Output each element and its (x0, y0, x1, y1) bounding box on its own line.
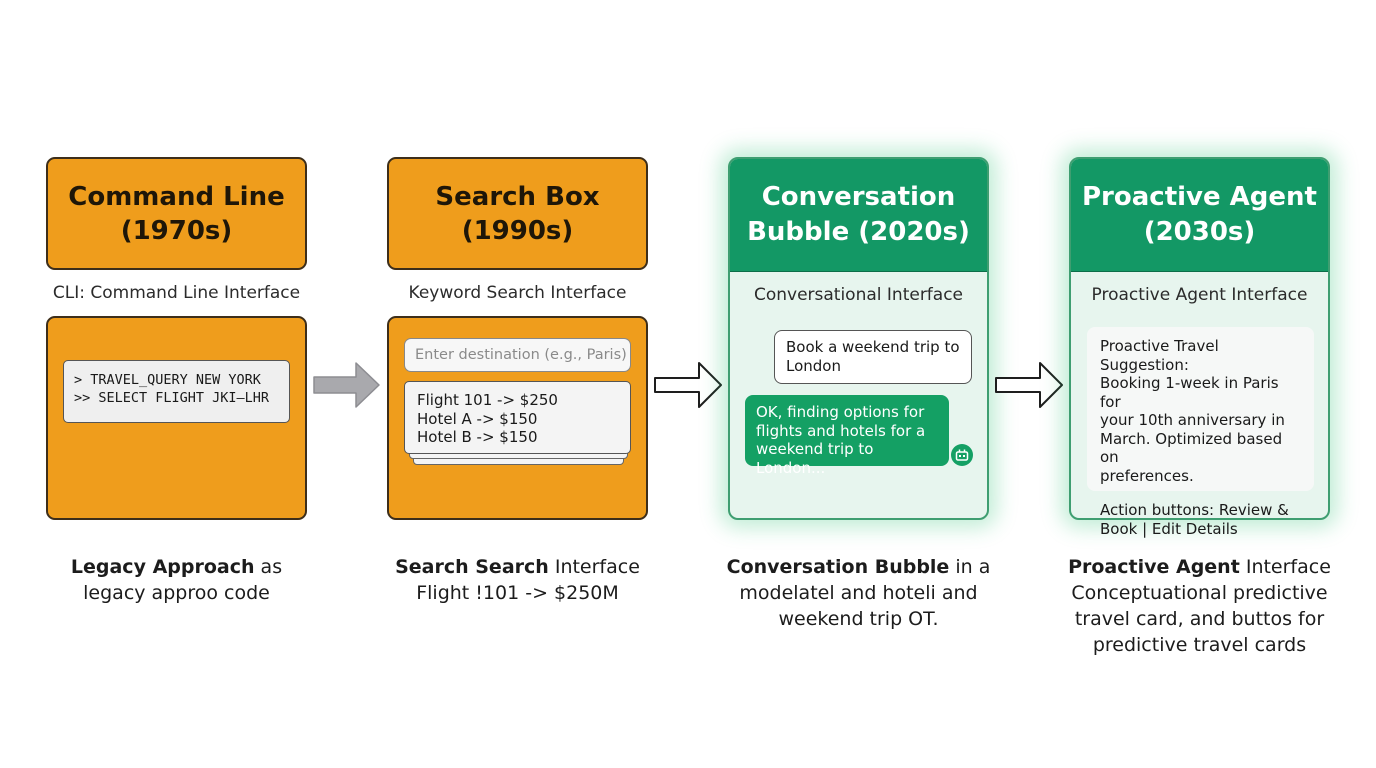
stage-1-caption-rest: as (254, 556, 283, 578)
suggestion-line-1: Proactive Travel Suggestion: (1100, 337, 1219, 374)
stage-3-title-line2: Bubble (2020s) (747, 217, 970, 247)
stage-4-caption-line2: Conceptuational predictive (1071, 582, 1328, 604)
stage-4-subtitle: Proactive Agent Interface (1091, 285, 1308, 305)
stage-4-caption-bold: Proactive Agent (1068, 556, 1240, 578)
stage-3-caption-line2: modelatel and hoteli and (739, 582, 978, 604)
suggestion-line-2: Booking 1-week in Paris for (1100, 374, 1279, 411)
bot-icon (951, 444, 973, 466)
stage-1-header: Command Line (1970s) (46, 157, 307, 270)
stage-2-caption-bold: Search Search (395, 556, 549, 578)
filled-gray-arrow-icon (313, 362, 380, 408)
result-item-3[interactable]: Hotel B -> $150 (417, 428, 538, 446)
search-input[interactable]: Enter destination (e.g., Paris) (404, 338, 631, 372)
stage-3-title-line1: Conversation (761, 182, 956, 212)
stage-3-caption-line3: weekend trip OT. (778, 608, 939, 630)
outline-arrow-icon (995, 362, 1063, 408)
stage-3-caption-bold: Conversation Bubble (726, 556, 950, 578)
user-message-line-2: London (786, 356, 841, 375)
bot-message-line-1: OK, finding options for (756, 403, 925, 421)
stage-4-title-line1: Proactive Agent (1082, 182, 1317, 212)
proactive-suggestion-card: Proactive Travel Suggestion: Booking 1-w… (1087, 327, 1314, 538)
stage-3-caption: Conversation Bubble in a modelatel and h… (702, 554, 1015, 632)
outline-arrow-icon (654, 362, 722, 408)
stage-1-title-line1: Command Line (68, 181, 285, 212)
stage-4-caption-line3: travel card, and buttos for (1074, 608, 1325, 630)
stage-2-caption-rest: Interface (548, 556, 640, 578)
stage-2-header: Search Box (1990s) (387, 157, 648, 270)
stage-2-title-line1: Search Box (435, 181, 600, 212)
suggestion-line-5: preferences. (1100, 466, 1194, 485)
bot-message-line-3: weekend trip to London... (756, 440, 874, 477)
stage-1-caption: Legacy Approach as legacy approo code (20, 554, 333, 606)
stage-2-caption-line2: Flight !101 -> $250M (416, 582, 619, 604)
bot-chat-bubble: OK, finding options for flights and hote… (745, 395, 949, 477)
suggestion-line-4: March. Optimized based on (1100, 429, 1283, 467)
stage-3-header: Conversation Bubble (2020s) (730, 159, 987, 272)
stage-4-caption-rest: Interface (1239, 556, 1331, 578)
action-line-1[interactable]: Action buttons: Review & (1100, 501, 1289, 519)
stage-1-caption-bold: Legacy Approach (70, 556, 255, 578)
search-results-card: Flight 101 -> $250 Hotel A -> $150 Hotel… (404, 381, 631, 454)
terminal-line-2: >> SELECT FLIGHT JKI–LHR (74, 390, 270, 406)
stage-1-subtitle: CLI: Command Line Interface (52, 283, 301, 303)
cli-terminal: > TRAVEL_QUERY NEW YORK >> SELECT FLIGHT … (63, 360, 290, 423)
user-message-line-1: Book a weekend trip to (786, 338, 960, 356)
user-chat-bubble: Book a weekend trip to London (774, 330, 972, 384)
search-placeholder: Enter destination (e.g., Paris) (415, 347, 627, 363)
stage-2-caption: Search Search Interface Flight !101 -> $… (361, 554, 674, 606)
bot-message-line-2: flights and hotels for a (756, 421, 926, 440)
stage-2-title-line2: (1990s) (461, 215, 574, 246)
stage-4-title-line2: (2030s) (1143, 217, 1256, 247)
result-item-2[interactable]: Hotel A -> $150 (417, 409, 538, 428)
stage-1-caption-line2: legacy approo code (83, 582, 270, 604)
stage-4-caption-line4: predictive travel cards (1092, 634, 1307, 656)
action-line-2[interactable]: Book | Edit Details (1100, 519, 1238, 538)
stage-1-title-line2: (1970s) (120, 215, 233, 246)
suggestion-line-3: your 10th anniversary in (1100, 411, 1285, 429)
result-item-1[interactable]: Flight 101 -> $250 (417, 391, 558, 409)
stage-2-subtitle: Keyword Search Interface (408, 283, 627, 303)
stage-3-caption-rest: in a (949, 556, 991, 578)
terminal-line-1: > TRAVEL_QUERY NEW YORK (74, 372, 261, 388)
stage-4-caption: Proactive Agent Interface Conceptuationa… (1043, 554, 1356, 658)
stage-4-header: Proactive Agent (2030s) (1071, 159, 1328, 272)
stage-3-subtitle: Conversational Interface (753, 285, 964, 305)
